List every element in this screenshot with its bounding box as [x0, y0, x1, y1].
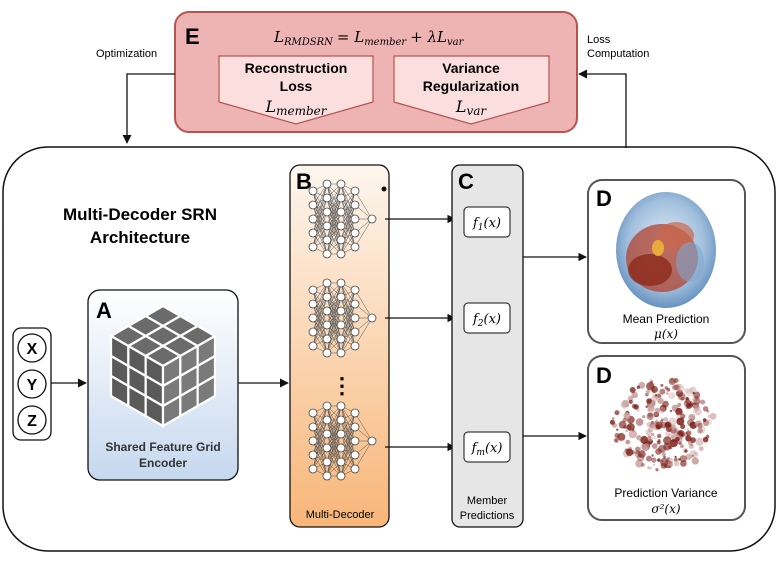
members-letter: C — [458, 169, 474, 194]
decoder-network-2 — [308, 278, 377, 358]
encoder-box: A Shared Feature Grid Encoder — [87, 289, 239, 481]
architecture-container — [2, 146, 776, 552]
mean-letter: D — [596, 186, 612, 211]
feature-grid-cube-icon — [108, 304, 218, 428]
decoder-ellipsis: ⋮ — [331, 373, 353, 398]
decoder-dot — [381, 186, 387, 192]
mean-symbol: μ(x) — [654, 327, 678, 341]
encoder-label-2: Encoder — [139, 456, 187, 470]
reconstruction-label-2: Loss — [280, 78, 313, 94]
variance-prediction-box: D Prediction Variance σ²(x) — [587, 355, 746, 521]
variance-regularization-box: Variance Regularization Lvar — [393, 55, 550, 125]
mean-prediction-box: D Mean Prediction μ(x) — [587, 179, 746, 344]
variance-letter: D — [596, 363, 612, 388]
variance-label-1: Variance — [442, 60, 500, 76]
multi-decoder-box: B ⋮ Multi-Decoder — [289, 164, 390, 528]
encoder-letter: A — [96, 298, 112, 323]
loss-panel: E LRMDSRN= Lmember+ λLvar Reconstruction… — [174, 11, 578, 133]
member-f2: f2(x) — [463, 302, 511, 334]
decoder-network-3 — [308, 401, 377, 481]
members-label-1: Member — [467, 495, 508, 507]
member-f1: f1(x) — [463, 206, 511, 238]
members-label-2: Predictions — [460, 510, 515, 522]
member-predictions-box: C f1(x) f2(x) fm(x) Member Predictions — [451, 164, 524, 528]
loss-equation: LRMDSRN= Lmember+ λLvar — [273, 28, 465, 48]
loss-computation-label-1: Loss — [587, 34, 611, 46]
reconstruction-loss-box: Reconstruction Loss Lmember — [218, 55, 374, 125]
variance-symbol: Lvar — [455, 97, 488, 118]
loss-computation-arrow: Loss Computation — [578, 34, 649, 148]
encoder-label-1: Shared Feature Grid — [105, 440, 220, 454]
loss-panel-letter: E — [185, 24, 200, 49]
svg-text:LRMDSRN= Lmember+ λLvar: LRMDSRN= Lmember+ λLvar — [273, 28, 465, 48]
member-fm: fm(x) — [463, 431, 511, 463]
input-x: X — [27, 341, 38, 358]
decoder-network-1 — [308, 179, 377, 259]
architecture-title-2: Architecture — [90, 228, 190, 247]
decoder-label: Multi-Decoder — [306, 509, 375, 521]
svg-text:fm(x): fm(x) — [471, 441, 503, 458]
svg-text:f1(x): f1(x) — [472, 216, 501, 233]
loss-computation-label-2: Computation — [587, 48, 649, 60]
reconstruction-symbol: Lmember — [264, 97, 327, 118]
reconstruction-label-1: Reconstruction — [245, 60, 348, 76]
variance-volume-render-image — [609, 377, 717, 472]
variance-output-symbol: σ²(x) — [651, 502, 680, 516]
input-coordinates: X Y Z — [12, 327, 52, 441]
architecture-title-1: Multi-Decoder SRN — [63, 205, 217, 224]
mean-label: Mean Prediction — [623, 312, 710, 326]
variance-label-2: Regularization — [423, 78, 519, 94]
decoder-letter: B — [296, 169, 312, 194]
input-z: Z — [27, 413, 37, 430]
optimization-label: Optimization — [96, 48, 157, 60]
mean-volume-render-image — [616, 192, 716, 308]
input-y: Y — [27, 377, 38, 394]
decoder-networks — [308, 179, 377, 481]
variance-output-label: Prediction Variance — [614, 486, 717, 500]
svg-text:f2(x): f2(x) — [472, 312, 501, 329]
optimization-arrow: Optimization — [96, 48, 175, 144]
